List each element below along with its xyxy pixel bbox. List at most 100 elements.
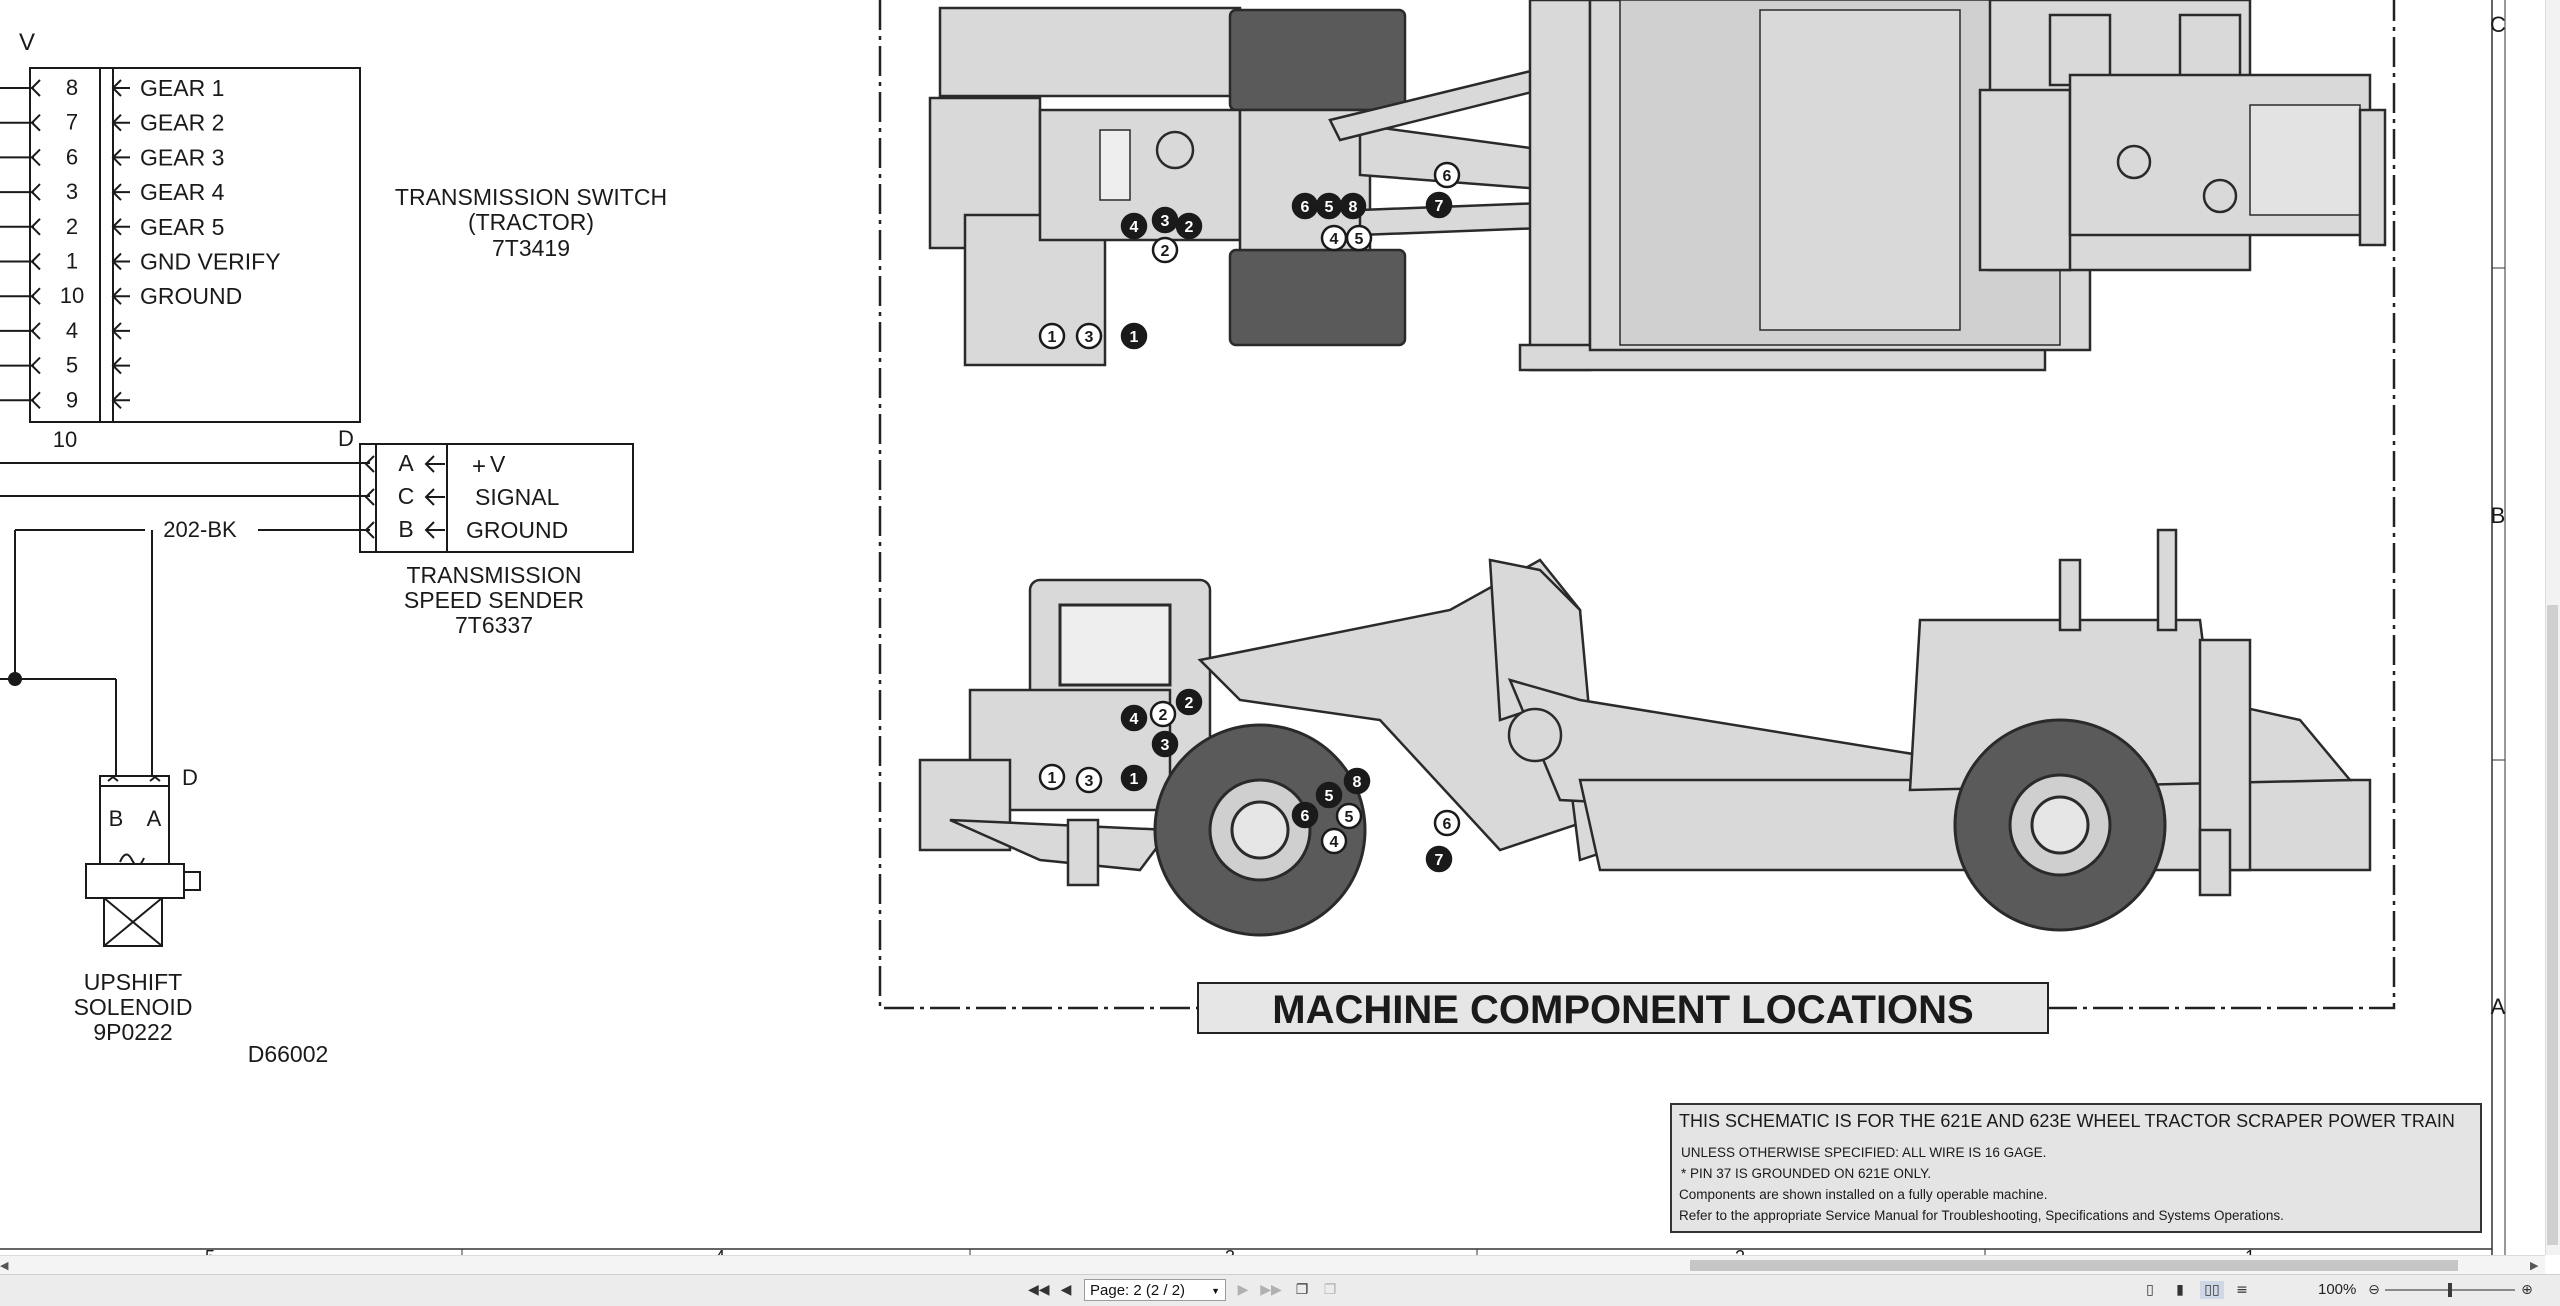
callout-badge: 7 bbox=[1425, 191, 1453, 219]
notes-heading: THIS SCHEMATIC IS FOR THE 621E AND 623E … bbox=[1679, 1111, 2455, 1131]
callout-circle bbox=[1151, 206, 1179, 234]
switch-name-line2: (TRACTOR) bbox=[468, 209, 594, 235]
callout-circle bbox=[1320, 827, 1348, 855]
callout-badge: 6 bbox=[1291, 192, 1319, 220]
callout-number: 4 bbox=[1130, 219, 1139, 236]
callout-circle bbox=[1149, 700, 1177, 728]
locations-dash-frame bbox=[878, 0, 2396, 1010]
callout-circle bbox=[1120, 764, 1148, 792]
switch-connector-type: D bbox=[338, 426, 354, 451]
sender-pin-letter: A bbox=[398, 450, 414, 476]
sender-part-number: 7T6337 bbox=[455, 612, 533, 638]
switch-pin-number: 7 bbox=[66, 110, 78, 135]
note-wire-gage: UNLESS OTHERWISE SPECIFIED: ALL WIRE IS … bbox=[1681, 1145, 2046, 1160]
horizontal-scrollbar[interactable]: ◀ ▶ bbox=[0, 1255, 2545, 1275]
two-page-icon[interactable]: ▯▯ bbox=[2200, 1281, 2224, 1299]
upshift-solenoid bbox=[85, 775, 201, 947]
callout-badge: 4 bbox=[1320, 224, 1348, 252]
first-page-icon[interactable]: ◀◀ bbox=[1028, 1282, 1050, 1298]
sender-pin-letter: B bbox=[398, 516, 413, 542]
pin-chevron-icon bbox=[30, 391, 41, 410]
zoom-out-icon[interactable]: ⊖ bbox=[2368, 1282, 2380, 1298]
sender-name-line1: TRANSMISSION bbox=[406, 562, 581, 588]
callout-circle bbox=[1175, 688, 1203, 716]
callout-number: 7 bbox=[1435, 852, 1444, 869]
zoom-slider-thumb[interactable] bbox=[2448, 1283, 2452, 1297]
callout-circle bbox=[1335, 802, 1363, 830]
callout-badge: 1 bbox=[1038, 763, 1066, 791]
horizontal-scroll-thumb[interactable] bbox=[1690, 1260, 2458, 1271]
callout-badge: 2 bbox=[1151, 236, 1179, 264]
signal-chevron-icon bbox=[424, 488, 445, 506]
callout-badge: 1 bbox=[1120, 764, 1148, 792]
continuous-icon[interactable]: ▮ bbox=[2176, 1282, 2184, 1298]
switch-pin-number: 1 bbox=[66, 249, 78, 274]
single-page-icon[interactable]: ▯ bbox=[2146, 1282, 2154, 1298]
pin-chevron-icon bbox=[30, 356, 41, 375]
zoom-in-icon[interactable]: ⊕ bbox=[2521, 1282, 2533, 1298]
copy-icon[interactable]: ❐ bbox=[1295, 1282, 1309, 1298]
pin-chevron-icon bbox=[30, 113, 41, 132]
callout-circle bbox=[1120, 322, 1148, 350]
switch-signal-label: GROUND bbox=[140, 283, 242, 309]
pin-chevron-icon bbox=[30, 148, 41, 167]
callout-number: 3 bbox=[1161, 213, 1170, 230]
callout-number: 1 bbox=[1048, 770, 1057, 787]
scroll-right-icon[interactable]: ▶ bbox=[2530, 1260, 2539, 1272]
callout-circle bbox=[1425, 845, 1453, 873]
callout-number: 1 bbox=[1048, 329, 1057, 346]
switch-pin-number: 6 bbox=[66, 144, 78, 169]
callout-circle bbox=[1151, 236, 1179, 264]
callout-badge: 1 bbox=[1120, 322, 1148, 350]
switch-part-number: 7T3419 bbox=[492, 235, 570, 261]
solenoid-part-number: 9P0222 bbox=[93, 1019, 172, 1045]
prev-page-icon[interactable]: ◀ bbox=[1060, 1282, 1072, 1298]
notes-box: THIS SCHEMATIC IS FOR THE 621E AND 623E … bbox=[1670, 1103, 2482, 1233]
callout-badge: 4 bbox=[1120, 704, 1148, 732]
zoom-level: 100% bbox=[2318, 1281, 2357, 1298]
sender-name-line2: SPEED SENDER bbox=[404, 587, 584, 613]
callout-number: 3 bbox=[1085, 773, 1094, 790]
callout-badge: 3 bbox=[1075, 766, 1103, 794]
callout-circle bbox=[1433, 809, 1461, 837]
voltage-label: V bbox=[19, 29, 35, 56]
switch-signal-label: GEAR 4 bbox=[140, 179, 225, 205]
signal-chevron-icon bbox=[111, 79, 130, 97]
signal-chevron-icon bbox=[111, 183, 130, 201]
callout-badge: 7 bbox=[1425, 845, 1453, 873]
sender-pin-letter: C bbox=[398, 483, 415, 509]
callout-badge: 8 bbox=[1339, 192, 1367, 220]
callout-circle bbox=[1345, 224, 1373, 252]
paste-icon[interactable]: ❐ bbox=[1323, 1282, 1337, 1298]
zone-label-c: C bbox=[2490, 12, 2506, 37]
callout-circle bbox=[1120, 212, 1148, 240]
switch-pin-number: 9 bbox=[66, 387, 78, 412]
callout-badge: 6 bbox=[1433, 161, 1461, 189]
callout-circle bbox=[1075, 322, 1103, 350]
page-select[interactable]: Page: 2 (2 / 2)▼ bbox=[1084, 1279, 1226, 1301]
two-page-continuous-icon[interactable]: ≡ bbox=[2236, 1282, 2248, 1298]
last-page-icon[interactable]: ▶▶ bbox=[1260, 1282, 1282, 1298]
locations-title-box: MACHINE COMPONENT LOCATIONS bbox=[1197, 982, 2049, 1034]
callout-badge: 2 bbox=[1175, 212, 1203, 240]
signal-chevron-icon bbox=[111, 287, 130, 305]
viewer-toolbar: ◀◀ ◀ Page: 2 (2 / 2)▼ ▶ ▶▶ ❐ ❐ ▯ ▮ ▯▯ ≡ … bbox=[0, 1274, 2560, 1306]
callout-number: 6 bbox=[1443, 168, 1452, 185]
next-page-icon[interactable]: ▶ bbox=[1237, 1282, 1249, 1298]
callout-badge: 2 bbox=[1149, 700, 1177, 728]
solenoid-connector-type: D bbox=[182, 765, 198, 790]
signal-chevron-icon bbox=[424, 455, 445, 473]
vertical-scroll-thumb[interactable] bbox=[2547, 605, 2558, 1245]
callout-number: 3 bbox=[1085, 329, 1094, 346]
callout-number: 4 bbox=[1330, 231, 1339, 248]
locations-title: MACHINE COMPONENT LOCATIONS bbox=[1272, 988, 1973, 1032]
scroll-left-icon[interactable]: ◀ bbox=[0, 1260, 9, 1272]
callout-circle bbox=[1038, 322, 1066, 350]
sender-signal-label: GROUND bbox=[466, 517, 568, 543]
switch-signal-label: GND VERIFY bbox=[140, 249, 281, 275]
drawing-reference: D66002 bbox=[248, 1041, 329, 1067]
signal-chevron-icon bbox=[111, 148, 130, 167]
callout-number: 2 bbox=[1185, 219, 1194, 236]
pin-chevron-icon bbox=[30, 322, 41, 340]
